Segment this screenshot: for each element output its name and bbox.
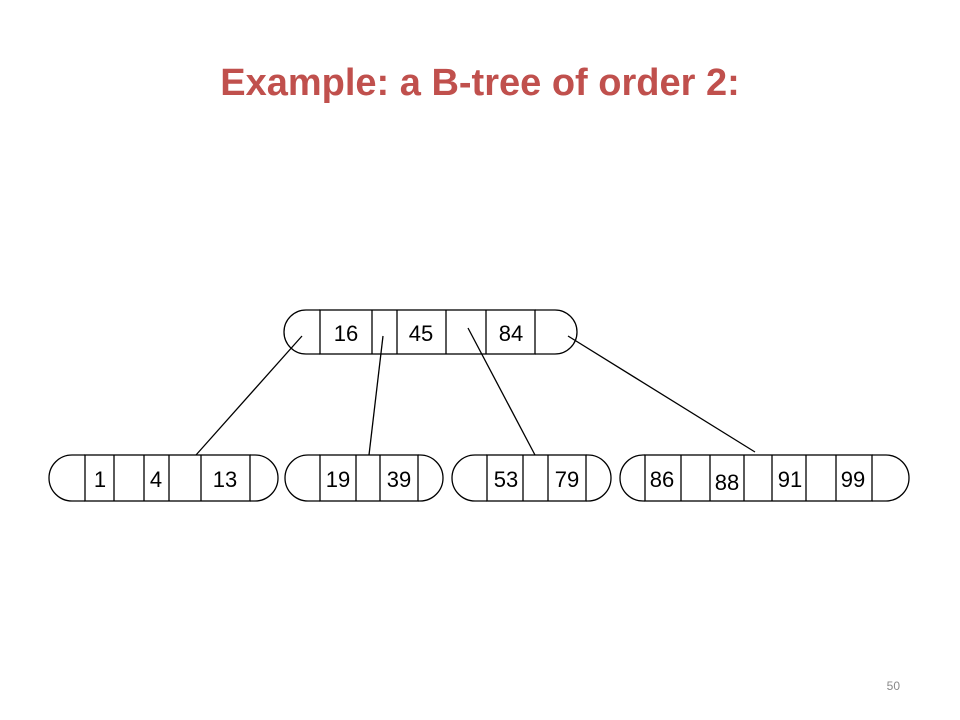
child-2-key-2: 39: [387, 467, 411, 492]
slide-title: Example: a B-tree of order 2:: [220, 62, 740, 104]
child-4-key-1: 86: [650, 467, 674, 492]
edge-root-to-child-2: [368, 335, 384, 456]
child-2-key-1: 19: [326, 467, 350, 492]
slide-page-number: 50: [886, 679, 900, 693]
edge-root-to-child-1: [195, 335, 303, 456]
edge-root-to-child-3: [467, 327, 536, 456]
root-node-body: [319, 309, 536, 355]
child-node-4: [619, 454, 910, 502]
child-4-key-2: 88: [715, 470, 739, 495]
child-4-key-3: 91: [778, 467, 802, 492]
child-3-key-1: 53: [494, 467, 518, 492]
root-key-1: 16: [334, 321, 358, 346]
child-node-2: [284, 454, 444, 502]
child-3-key-2: 79: [555, 467, 579, 492]
child-1-key-3: 13: [213, 467, 237, 492]
child-1-key-2: 4: [150, 467, 162, 492]
root-node: [283, 309, 578, 355]
child-node-3: [451, 454, 612, 502]
edge-root-to-child-4: [567, 335, 756, 453]
tree-edges: [195, 327, 756, 456]
root-key-3: 84: [499, 321, 523, 346]
root-key-2: 45: [409, 321, 433, 346]
child-1-key-1: 1: [94, 467, 106, 492]
child-4-key-4: 99: [841, 467, 865, 492]
root-node-left-cap: [283, 309, 320, 355]
root-node-right-cap: [535, 309, 578, 355]
child-node-1: [48, 454, 279, 502]
